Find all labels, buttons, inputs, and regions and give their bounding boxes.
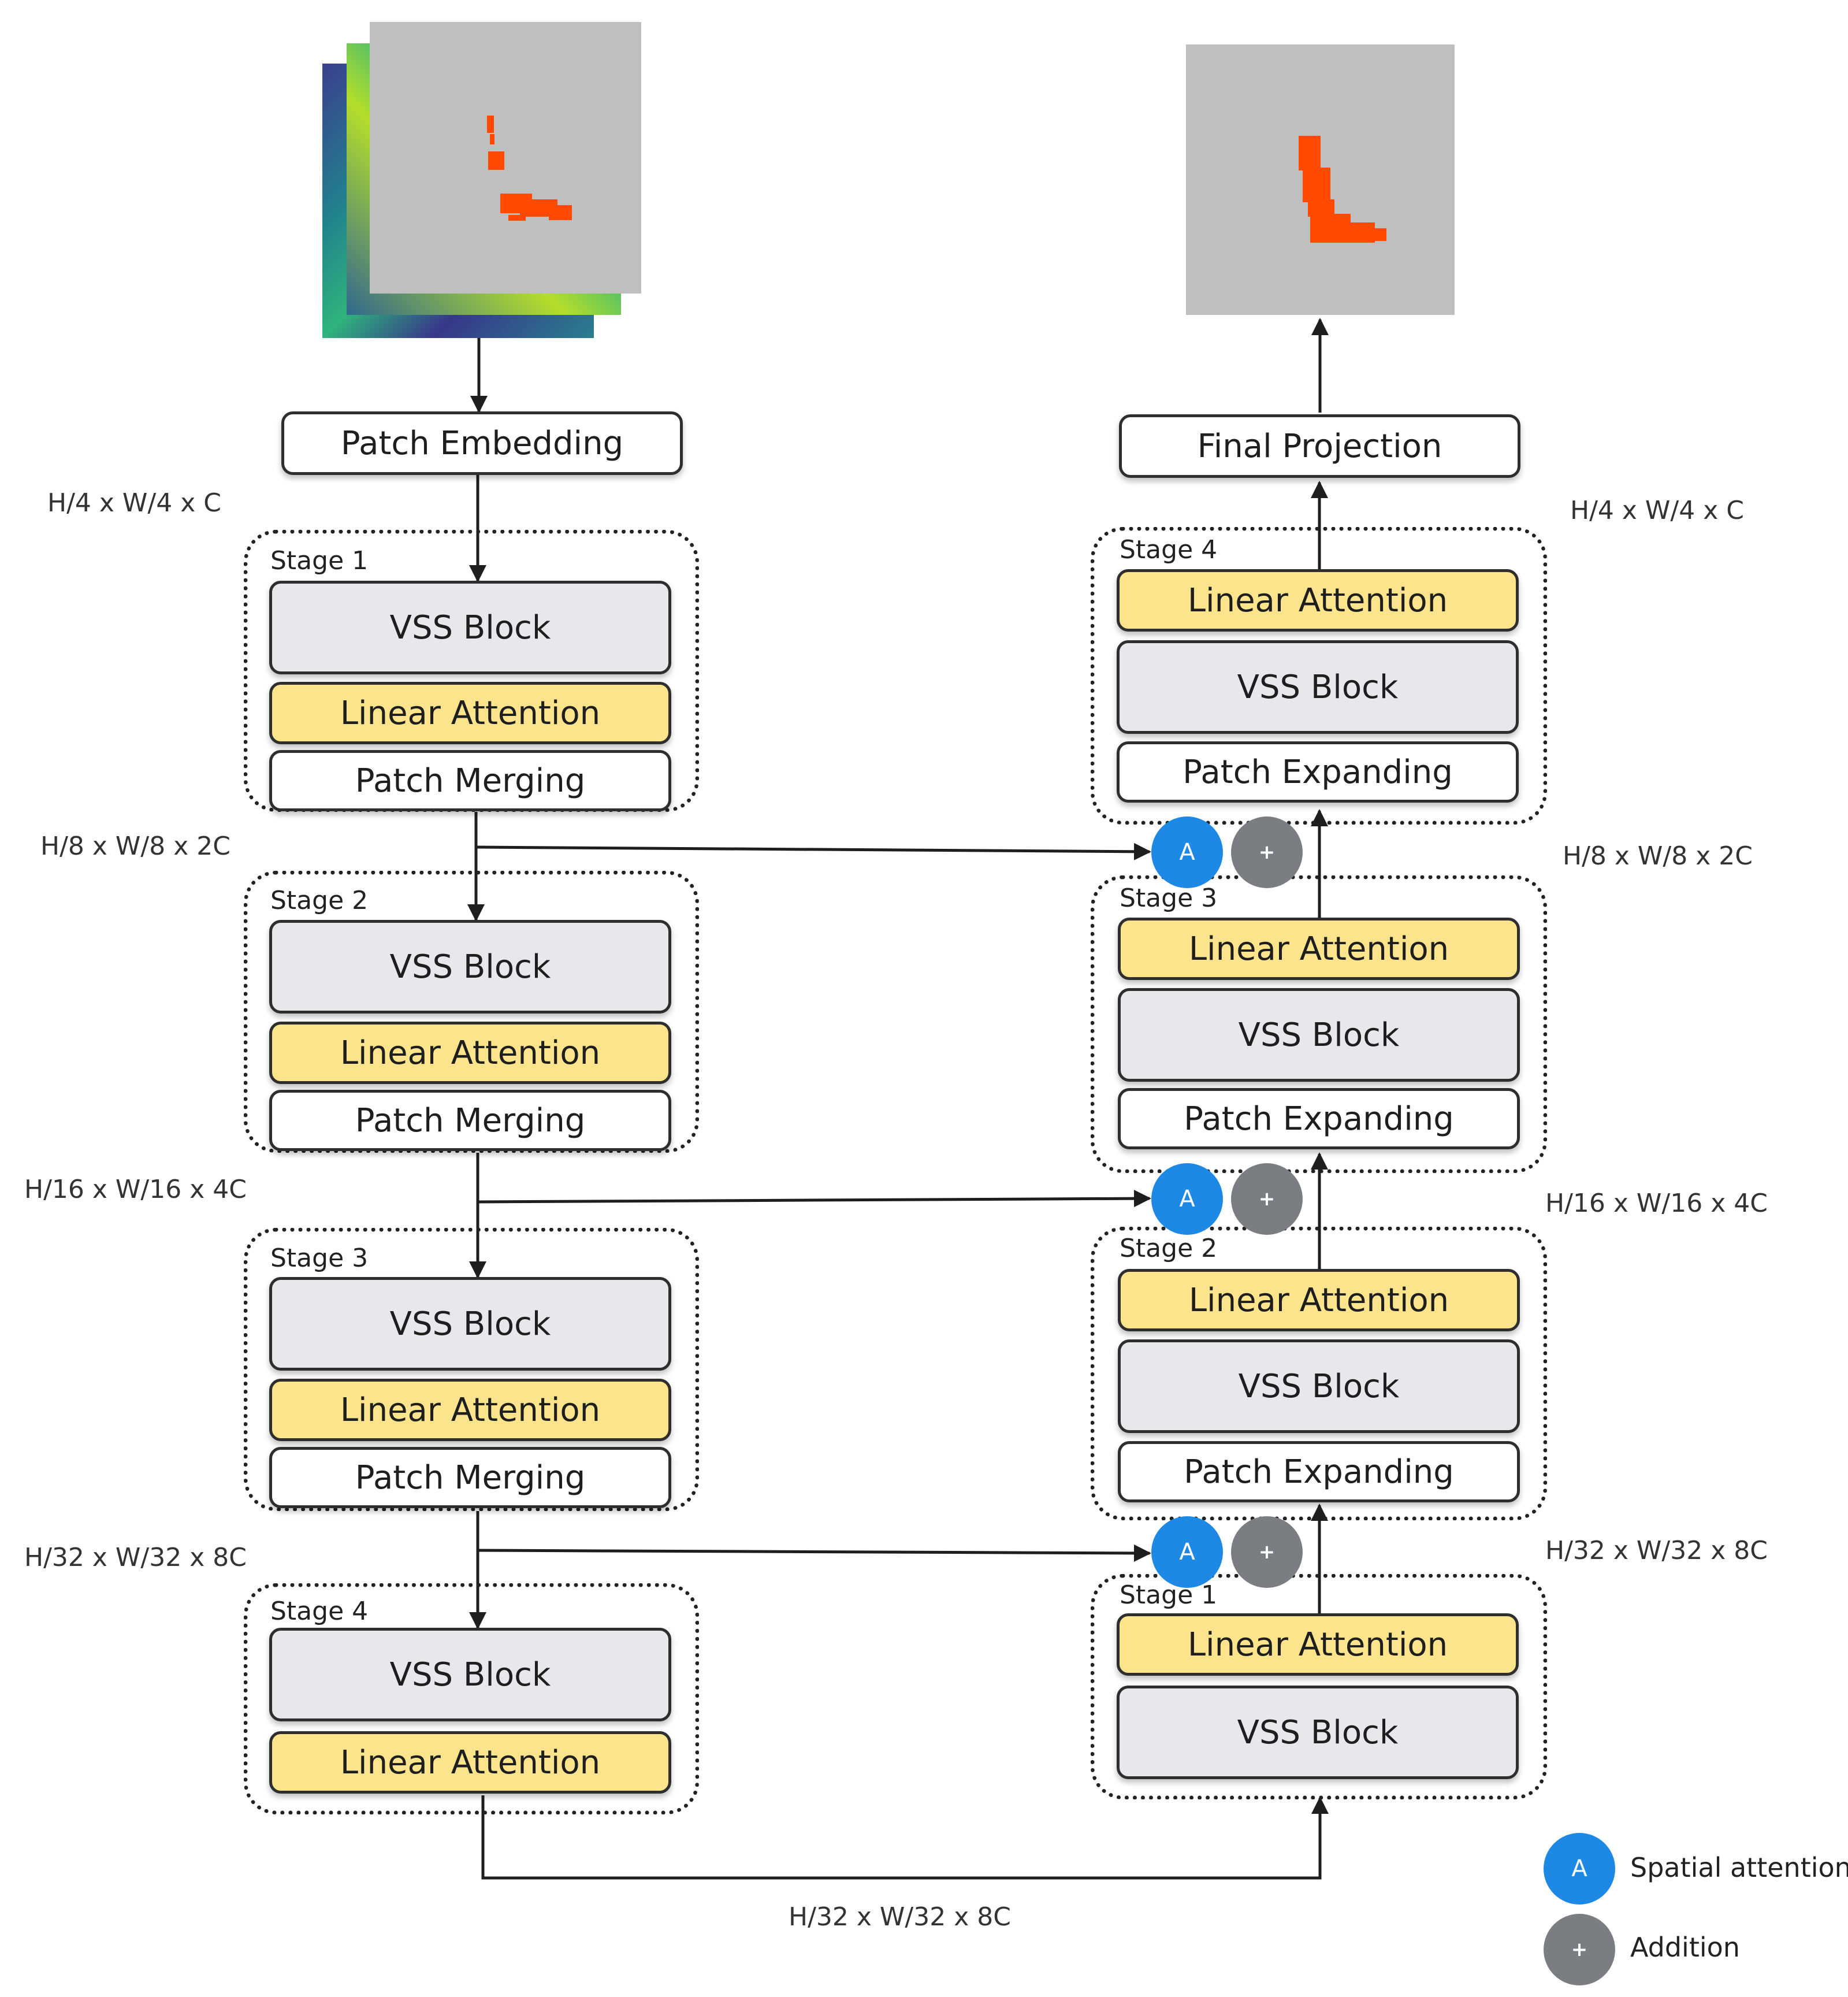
- encoder-stage-2-patch-merging: Patch Merging: [269, 1090, 671, 1151]
- skip-arrow-2: [477, 1190, 1151, 1208]
- spatial-attention-icon: A: [1151, 1516, 1223, 1588]
- spatial-attention-symbol: A: [1179, 839, 1195, 866]
- encoder-stage-1-linear-attention: Linear Attention: [269, 682, 671, 744]
- input-mask-shape: [487, 116, 572, 221]
- legend-addition-label: Addition: [1630, 1932, 1740, 1963]
- spatial-attention-icon: A: [1151, 816, 1223, 888]
- encoder-stage-4: [244, 1583, 699, 1814]
- patch-embedding-block: Patch Embedding: [281, 411, 683, 475]
- decoder-stage-4-linear-attention: Linear Attention: [1117, 569, 1519, 632]
- skip-arrow-1: [475, 842, 1151, 860]
- spatial-attention-symbol: A: [1179, 1186, 1195, 1212]
- legend-addition-symbol: +: [1571, 1938, 1588, 1961]
- legend-addition-icon: +: [1544, 1914, 1615, 1985]
- decoder-stage-4-label: Stage 4: [1120, 535, 1218, 565]
- patch-expanding-label: Patch Expanding: [1183, 753, 1453, 791]
- vss-block-label: VSS Block: [1238, 1367, 1400, 1405]
- decoder-stage-1-linear-attention: Linear Attention: [1117, 1613, 1519, 1676]
- patch-merging-label: Patch Merging: [355, 762, 586, 800]
- linear-attention-label: Linear Attention: [1187, 581, 1448, 619]
- encoder-dim-1: H/4 x W/4 x C: [47, 488, 221, 518]
- decoder-dim-4: H/32 x W/32 x 8C: [1545, 1536, 1768, 1565]
- arrow-bottleneck: [481, 1795, 1329, 1880]
- final-projection-label: Final Projection: [1197, 427, 1442, 465]
- encoder-stage-3-label: Stage 3: [270, 1244, 369, 1273]
- encoder-stage-1-patch-merging: Patch Merging: [269, 750, 671, 811]
- decoder-dim-3: H/16 x W/16 x 4C: [1545, 1189, 1768, 1218]
- patch-expanding-label: Patch Expanding: [1184, 1453, 1454, 1491]
- encoder-stage-2-linear-attention: Linear Attention: [269, 1022, 671, 1084]
- encoder-stage-3-vss-block: VSS Block: [269, 1277, 671, 1371]
- encoder-stage-4-linear-attention: Linear Attention: [269, 1731, 671, 1794]
- vss-block-label: VSS Block: [1237, 668, 1399, 706]
- vss-block-label: VSS Block: [389, 608, 551, 647]
- final-projection-block: Final Projection: [1119, 414, 1520, 478]
- encoder-stage-2-vss-block: VSS Block: [269, 920, 671, 1014]
- decoder-stage-1-vss-block: VSS Block: [1117, 1686, 1519, 1779]
- decoder-stage-3-label: Stage 3: [1120, 884, 1218, 913]
- decoder-stage-3: [1091, 875, 1547, 1173]
- decoder-stage-3-vss-block: VSS Block: [1118, 988, 1520, 1082]
- encoder-dim-2: H/8 x W/8 x 2C: [40, 832, 230, 861]
- addition-symbol: +: [1258, 841, 1276, 864]
- encoder-stage-1-label: Stage 1: [270, 546, 369, 576]
- decoder-stage-4: [1091, 527, 1547, 825]
- vss-block-label: VSS Block: [1238, 1016, 1400, 1054]
- legend-spatial-attention-symbol: A: [1571, 1855, 1587, 1882]
- decoder-stage-1: [1091, 1574, 1547, 1799]
- decoder-stage-2-label: Stage 2: [1120, 1234, 1218, 1263]
- decoder-stage-2-vss-block: VSS Block: [1118, 1339, 1520, 1433]
- spatial-attention-symbol: A: [1179, 1539, 1195, 1565]
- decoder-stage-1-label: Stage 1: [1120, 1580, 1218, 1610]
- patch-merging-label: Patch Merging: [355, 1101, 586, 1139]
- encoder-stage-1-vss-block: VSS Block: [269, 581, 671, 674]
- output-mask-shape: [1299, 136, 1386, 243]
- addition-icon: +: [1231, 1163, 1303, 1235]
- decoder-dim-1: H/4 x W/4 x C: [1570, 496, 1744, 525]
- decoder-stage-3-linear-attention: Linear Attention: [1118, 918, 1520, 980]
- decoder-stage-3-patch-expanding: Patch Expanding: [1118, 1088, 1520, 1149]
- input-mask-front: [370, 22, 641, 294]
- decoder-dim-2: H/8 x W/8 x 2C: [1563, 841, 1753, 871]
- encoder-stage-2-label: Stage 2: [270, 886, 369, 915]
- decoder-stage-4-vss-block: VSS Block: [1117, 640, 1519, 734]
- vss-block-label: VSS Block: [1237, 1713, 1399, 1751]
- encoder-stage-4-label: Stage 4: [270, 1597, 369, 1626]
- linear-attention-label: Linear Attention: [340, 1743, 601, 1781]
- addition-symbol: +: [1258, 1187, 1276, 1211]
- linear-attention-label: Linear Attention: [340, 1034, 601, 1072]
- linear-attention-label: Linear Attention: [1188, 930, 1449, 968]
- skip-arrow-3: [477, 1544, 1151, 1562]
- decoder-stage-2-patch-expanding: Patch Expanding: [1118, 1441, 1520, 1502]
- legend-spatial-attention-label: Spatial attention: [1630, 1852, 1848, 1883]
- addition-icon: +: [1231, 816, 1303, 888]
- encoder-dim-4: H/32 x W/32 x 8C: [24, 1543, 247, 1572]
- patch-merging-label: Patch Merging: [355, 1458, 586, 1497]
- vss-block-label: VSS Block: [389, 1655, 551, 1694]
- patch-expanding-label: Patch Expanding: [1184, 1100, 1454, 1138]
- spatial-attention-icon: A: [1151, 1163, 1223, 1235]
- linear-attention-label: Linear Attention: [340, 1391, 601, 1429]
- encoder-stage-3-linear-attention: Linear Attention: [269, 1379, 671, 1441]
- encoder-dim-3: H/16 x W/16 x 4C: [24, 1175, 247, 1204]
- addition-icon: +: [1231, 1516, 1303, 1588]
- vss-block-label: VSS Block: [389, 1305, 551, 1343]
- bottleneck-dim: H/32 x W/32 x 8C: [789, 1902, 1011, 1932]
- encoder-stage-3-patch-merging: Patch Merging: [269, 1447, 671, 1508]
- vss-block-label: VSS Block: [389, 948, 551, 986]
- patch-embedding-label: Patch Embedding: [340, 424, 624, 462]
- decoder-stage-4-patch-expanding: Patch Expanding: [1117, 741, 1519, 803]
- encoder-stage-3: [244, 1228, 699, 1511]
- linear-attention-label: Linear Attention: [1188, 1281, 1449, 1319]
- legend-spatial-attention-icon: A: [1544, 1833, 1615, 1905]
- encoder-stage-4-vss-block: VSS Block: [269, 1628, 671, 1721]
- decoder-stage-2-linear-attention: Linear Attention: [1118, 1269, 1520, 1331]
- decoder-stage-2: [1091, 1227, 1547, 1520]
- addition-symbol: +: [1258, 1541, 1276, 1564]
- linear-attention-label: Linear Attention: [340, 694, 601, 732]
- linear-attention-label: Linear Attention: [1187, 1625, 1448, 1664]
